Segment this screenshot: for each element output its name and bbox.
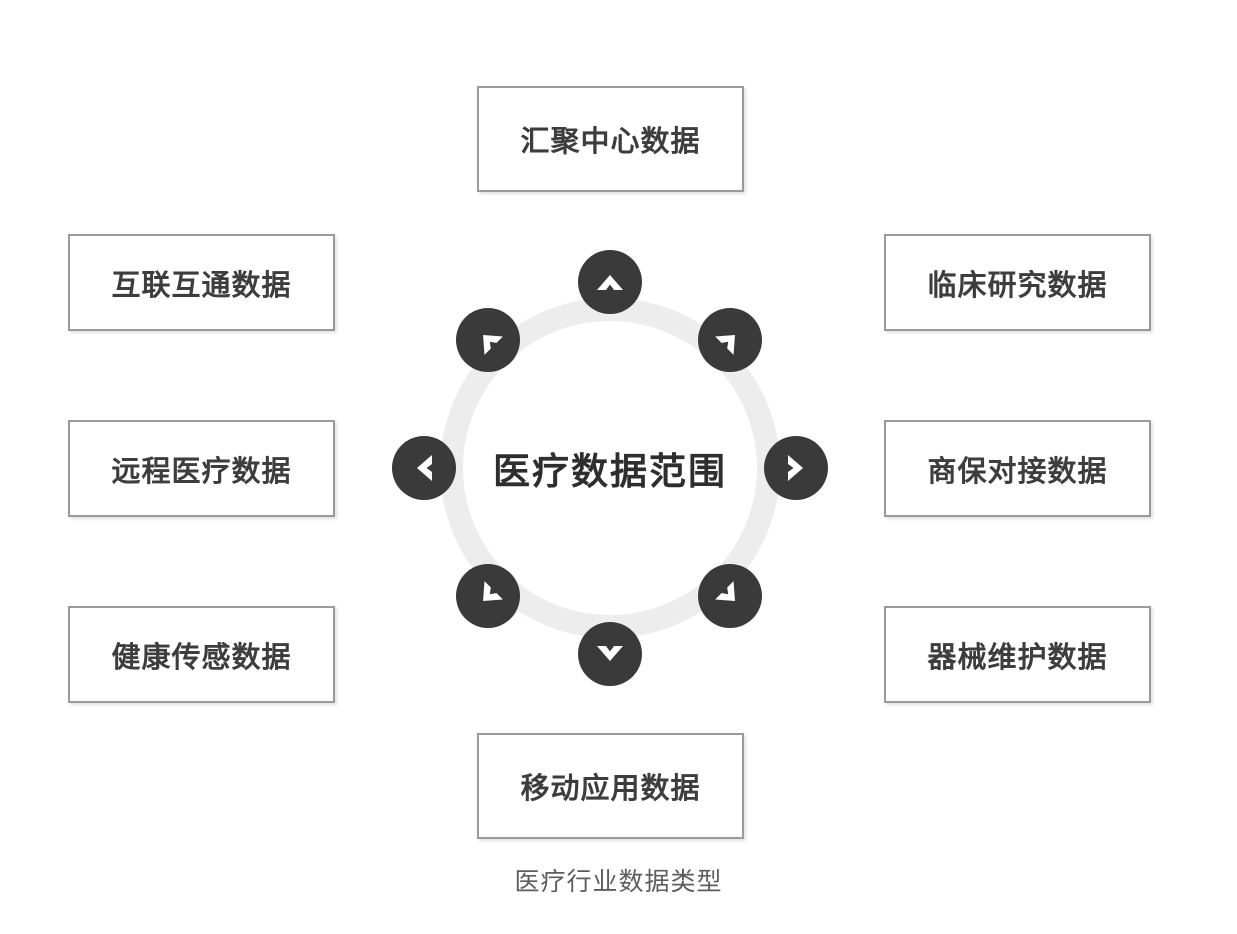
label-box-left-lower: 健康传感数据 [68,606,335,703]
arrow-node-left [392,436,456,500]
label-box-top: 汇聚中心数据 [477,86,744,192]
label-box-text: 器械维护数据 [927,641,1108,674]
label-box-text: 移动应用数据 [520,773,701,805]
center-title: 医疗数据范围 [493,451,727,492]
label-box-left-upper: 互联互通数据 [68,234,335,331]
arrow-node-down-left [456,564,520,628]
chevron-left-icon [417,455,432,481]
arrow-node-up [578,250,642,314]
arrow-node-down [578,622,642,686]
label-box-left-middle: 远程医疗数据 [68,420,335,517]
label-box-text: 互联互通数据 [111,269,292,302]
chevron-down-left-icon [483,581,503,601]
arrow-node-down-right [698,564,762,628]
chevron-right-icon [788,455,803,481]
label-box-right-upper: 临床研究数据 [884,234,1151,331]
center-ring-group: 医疗数据范围 [392,250,828,686]
figure-caption: 医疗行业数据类型 [514,868,723,896]
label-box-right-middle: 商保对接数据 [884,420,1151,517]
label-box-right-lower: 器械维护数据 [884,606,1151,703]
chevron-up-right-icon [715,335,735,355]
chevron-down-right-icon [715,581,735,601]
label-box-bottom: 移动应用数据 [477,733,744,839]
arrow-node-up-left [456,308,520,372]
label-box-text: 汇聚中心数据 [520,126,701,158]
chevron-up-left-icon [483,335,503,355]
label-box-text: 远程医疗数据 [111,455,292,488]
label-box-text: 健康传感数据 [111,641,292,674]
chevron-up-icon [597,275,623,290]
label-box-text: 商保对接数据 [927,455,1108,488]
arrow-node-up-right [698,308,762,372]
label-box-text: 临床研究数据 [927,269,1108,302]
arrow-node-right [764,436,828,500]
chevron-down-icon [597,646,623,661]
